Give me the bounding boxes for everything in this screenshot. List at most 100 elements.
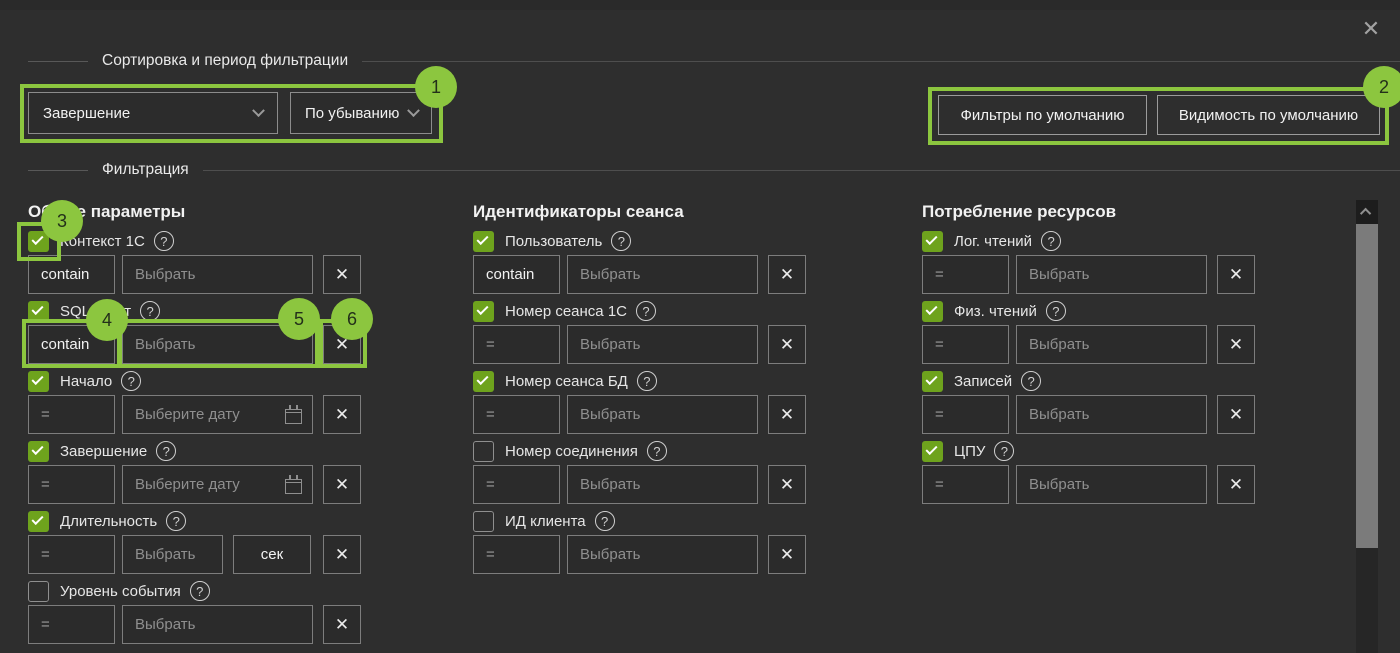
help-icon[interactable]: ? [189, 581, 210, 601]
checkbox-checked[interactable] [28, 510, 49, 532]
clear-filter-button[interactable]: ✕ [323, 465, 361, 504]
check-icon [31, 302, 44, 315]
filter-value-input[interactable]: Выбрать [1016, 325, 1207, 364]
filter-value-input[interactable]: Выбрать [122, 605, 313, 644]
checkbox-checked[interactable] [28, 370, 49, 392]
help-icon[interactable]: ? [166, 511, 187, 531]
checkbox-checked[interactable] [922, 370, 943, 392]
unit-box[interactable]: сек [233, 535, 311, 574]
checkbox-checked[interactable] [28, 440, 49, 462]
filter-value-input[interactable]: Выбрать [1016, 465, 1207, 504]
help-icon[interactable]: ? [140, 301, 161, 321]
sort-field-select[interactable]: Завершение [28, 92, 278, 134]
check-icon [476, 232, 489, 245]
checkbox-checked[interactable] [922, 300, 943, 322]
help-icon[interactable]: ? [646, 441, 667, 461]
clear-filter-button[interactable]: ✕ [768, 465, 806, 504]
clear-filter-button[interactable]: ✕ [768, 325, 806, 364]
operator-select[interactable]: = [28, 465, 115, 504]
filter-controls: =Выбрать ✕ [28, 605, 361, 644]
help-icon[interactable]: ? [636, 371, 657, 391]
help-icon[interactable]: ? [1045, 301, 1066, 321]
titlebar-strip [0, 0, 1400, 10]
filter-value-input[interactable]: Выберите дату [122, 395, 313, 434]
filter-value-input[interactable]: Выбрать [122, 255, 313, 294]
filter-value-input[interactable]: Выбрать [122, 535, 223, 574]
clear-filter-button[interactable]: ✕ [323, 605, 361, 644]
filter-label: Физ. чтений [954, 302, 1037, 320]
operator-select[interactable]: = [922, 465, 1009, 504]
filter-controls: = Выбрать ✕ [473, 395, 806, 434]
checkbox-checked[interactable] [28, 300, 49, 322]
filter-value-input[interactable]: Выбрать [1016, 255, 1207, 294]
filter-value-input[interactable]: Выбрать [567, 535, 758, 574]
clear-filter-button[interactable]: ✕ [1217, 395, 1255, 434]
filter-group: Номер сеанса 1С?=Выбрать✕ [473, 300, 806, 364]
clear-filter-button[interactable]: ✕ [768, 535, 806, 574]
clear-filter-button[interactable]: ✕ [768, 255, 806, 294]
operator-select[interactable]: = [28, 395, 115, 434]
close-icon[interactable]: ✕ [1361, 16, 1381, 41]
operator-select[interactable]: = [473, 325, 560, 364]
clear-filter-button[interactable]: ✕ [768, 395, 806, 434]
checkbox-checked[interactable] [473, 370, 494, 392]
filter-group: Завершение? =Выберите дату ✕ [28, 440, 361, 504]
operator-select[interactable]: = [922, 325, 1009, 364]
filter-label-row: Контекст 1С? [28, 230, 361, 252]
placeholder-text: Выбрать [580, 336, 641, 353]
checkbox-checked[interactable] [922, 440, 943, 462]
operator-select[interactable]: = [922, 255, 1009, 294]
clear-filter-button[interactable]: ✕ [1217, 325, 1255, 364]
default-filters-button[interactable]: Фильтры по умолчанию [938, 95, 1147, 135]
checkbox-unchecked[interactable] [28, 580, 49, 602]
filter-controls: =Выбрать ✕ [922, 325, 1255, 364]
clear-filter-button[interactable]: ✕ [1217, 465, 1255, 504]
help-icon[interactable]: ? [121, 371, 142, 391]
help-icon[interactable]: ? [156, 441, 177, 461]
filter-value-input[interactable]: Выбрать [567, 465, 758, 504]
filter-value-input[interactable]: Выбрать [567, 395, 758, 434]
help-icon[interactable]: ? [636, 301, 656, 321]
operator-select[interactable]: = [473, 395, 560, 434]
clear-filter-button[interactable]: ✕ [1217, 255, 1255, 294]
placeholder-text: Выбрать [135, 546, 196, 563]
default-visibility-button[interactable]: Видимость по умолчанию [1157, 95, 1380, 135]
filter-value-input[interactable]: Выбрать [1016, 395, 1207, 434]
clear-filter-button[interactable]: ✕ [323, 535, 361, 574]
checkbox-unchecked[interactable] [473, 510, 494, 532]
annotation-box-5 [118, 319, 319, 368]
help-icon[interactable]: ? [1041, 231, 1062, 251]
help-icon[interactable]: ? [1021, 371, 1042, 391]
checkbox-checked[interactable] [922, 230, 943, 252]
operator-select[interactable]: = [473, 465, 560, 504]
scroll-up-button[interactable] [1356, 200, 1378, 224]
filter-value-input[interactable]: Выберите дату [122, 465, 313, 504]
filter-label-row: Длительность? [28, 510, 361, 532]
checkbox-checked[interactable] [473, 230, 494, 252]
clear-filter-button[interactable]: ✕ [323, 255, 361, 294]
operator-select[interactable]: contain [28, 255, 115, 294]
placeholder-text: Выбрать [135, 336, 196, 353]
operator-select[interactable]: = [473, 535, 560, 574]
scrollbar[interactable] [1356, 200, 1378, 653]
help-icon[interactable]: ? [994, 441, 1015, 461]
help-icon[interactable]: ? [594, 511, 615, 531]
operator-select[interactable]: = [28, 535, 115, 574]
sort-direction-select[interactable]: По убыванию [290, 92, 432, 134]
help-icon[interactable]: ? [611, 231, 632, 251]
column-title: Идентификаторы сеанса [473, 202, 684, 221]
clear-filter-button[interactable]: ✕ [323, 395, 361, 434]
operator-select[interactable]: = [28, 605, 115, 644]
operator-select[interactable]: contain [473, 255, 560, 294]
checkbox-unchecked[interactable] [473, 440, 494, 462]
checkbox-checked[interactable] [28, 230, 49, 252]
checkbox-checked[interactable] [473, 300, 494, 322]
operator-select[interactable]: = [922, 395, 1009, 434]
placeholder-text: Выбрать [580, 406, 641, 423]
help-icon[interactable]: ? [153, 231, 174, 251]
filter-label: Завершение [60, 442, 148, 460]
placeholder-text: Выбрать [580, 546, 641, 563]
filter-value-input[interactable]: Выбрать [567, 325, 758, 364]
filter-value-input[interactable]: Выбрать [567, 255, 758, 294]
scrollbar-thumb[interactable] [1356, 224, 1378, 548]
